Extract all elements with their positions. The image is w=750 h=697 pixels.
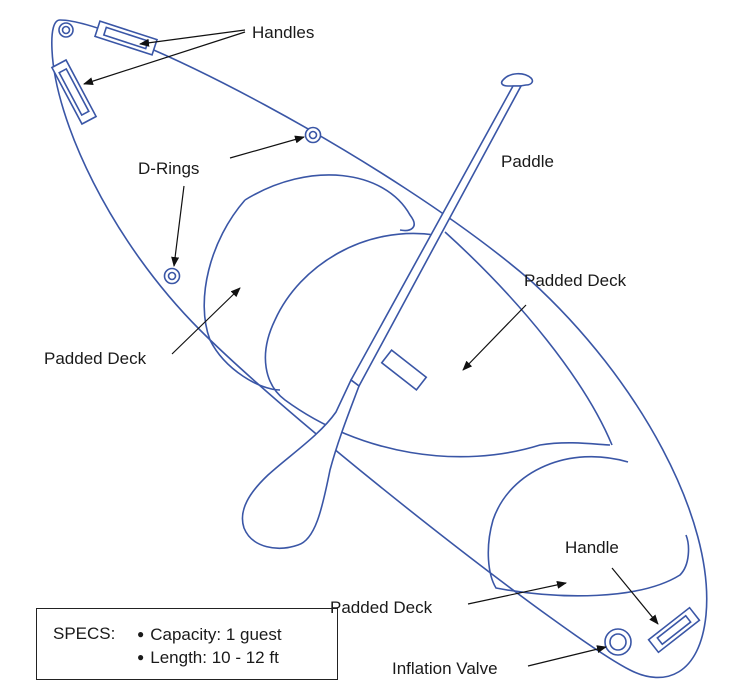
leader-padded-deck-left xyxy=(171,287,241,355)
paddle-shaft xyxy=(349,85,523,388)
spec-capacity: Capacity: 1 guest xyxy=(137,624,281,647)
specs-title: SPECS: xyxy=(53,624,116,643)
paddle-blade xyxy=(241,378,360,549)
center-plate xyxy=(380,349,428,391)
leader-handles-2 xyxy=(83,31,246,86)
inflation-valve xyxy=(604,628,632,656)
front-deck-outline xyxy=(203,199,281,391)
spec-length: Length: 10 - 12 ft xyxy=(137,647,282,670)
leader-inflation-valve xyxy=(527,645,607,667)
paddle-grip xyxy=(500,72,534,87)
label-handle: Handle xyxy=(565,538,619,557)
d-ring-upper xyxy=(304,126,322,144)
label-d-rings: D-Rings xyxy=(138,159,199,178)
d-ring-nose xyxy=(58,22,74,38)
leader-handle xyxy=(611,567,659,625)
leader-padded-deck-right xyxy=(462,304,527,371)
leader-padded-deck-bottom xyxy=(467,580,567,605)
middle-deck-right-edge xyxy=(444,231,613,446)
specs-box: SPECS: Capacity: 1 guest Length: 10 - 12… xyxy=(36,608,338,680)
label-padded-deck-left: Padded Deck xyxy=(44,349,147,368)
rear-deck-outline xyxy=(487,455,690,597)
label-inflation-valve: Inflation Valve xyxy=(392,659,498,678)
leader-handles-1 xyxy=(139,29,246,47)
handle-front-top xyxy=(93,20,159,56)
handle-rear xyxy=(647,606,701,654)
leader-d-rings-2 xyxy=(171,185,185,267)
label-paddle: Paddle xyxy=(501,152,554,171)
handle-front-side xyxy=(50,58,98,126)
front-deck-outline-2 xyxy=(244,174,415,232)
label-handles: Handles xyxy=(252,23,314,42)
middle-deck-outline xyxy=(264,232,611,458)
label-padded-deck-bottom: Padded Deck xyxy=(330,598,433,617)
board-outline xyxy=(51,19,708,679)
d-ring-lower xyxy=(163,267,181,285)
label-padded-deck-right: Padded Deck xyxy=(524,271,627,290)
leader-d-rings-1 xyxy=(229,135,305,159)
specs-list: Capacity: 1 guest Length: 10 - 12 ft xyxy=(137,624,282,670)
